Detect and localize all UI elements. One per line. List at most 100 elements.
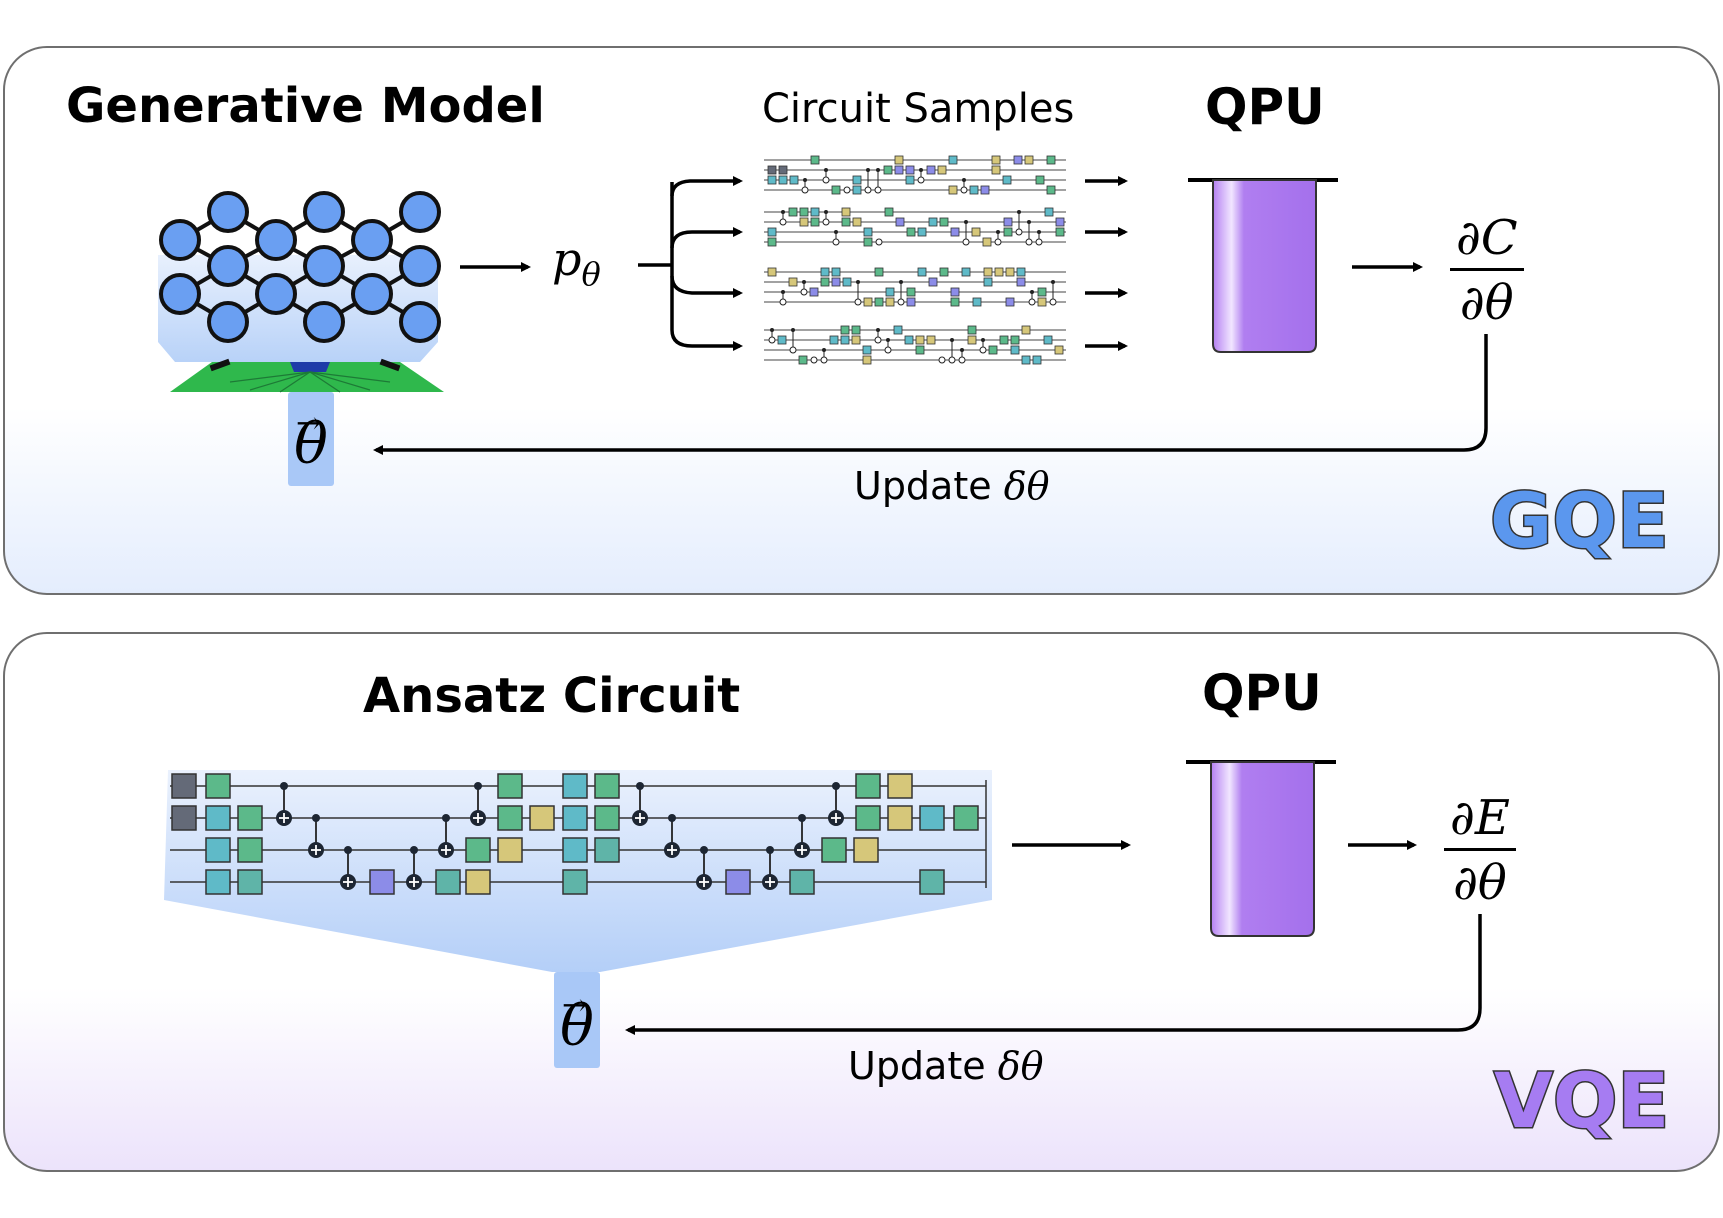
gate <box>562 805 588 831</box>
cnot-control <box>798 814 806 822</box>
cnot-control <box>791 328 795 332</box>
gate <box>171 773 197 799</box>
circuit-sample-4 <box>764 325 1066 365</box>
cnot-target <box>854 298 862 306</box>
cnot-control <box>832 782 840 790</box>
gradient-numerator: ∂C <box>1456 210 1518 266</box>
gate <box>594 773 620 799</box>
gate <box>788 207 798 217</box>
gate <box>810 207 820 217</box>
cnot-control <box>766 846 774 854</box>
cnot-target <box>810 356 818 364</box>
gate <box>983 277 993 287</box>
cnot-control <box>824 168 828 172</box>
circuit-sample-1 <box>764 155 1066 195</box>
gate <box>969 185 979 195</box>
cnot-target <box>800 288 808 296</box>
cnot-target <box>1049 298 1057 306</box>
gate <box>893 325 903 335</box>
vqe-update-label: Update δθ <box>848 1044 1043 1088</box>
gate <box>937 165 947 175</box>
network-node <box>255 273 297 315</box>
cnot-target <box>948 356 956 364</box>
gate <box>1055 227 1065 237</box>
gate <box>369 869 395 895</box>
network-node <box>207 301 249 343</box>
gate <box>853 837 879 863</box>
network-node <box>351 273 393 315</box>
cnot-target <box>832 238 840 246</box>
gate <box>841 207 851 217</box>
gate <box>919 805 945 831</box>
cnot-target <box>994 238 1002 246</box>
network-node <box>303 301 345 343</box>
gate <box>840 325 850 335</box>
gate <box>562 869 588 895</box>
gate <box>1003 217 1013 227</box>
gate <box>767 267 777 277</box>
vqe-update-arrow <box>625 914 1482 1035</box>
chip-icon <box>170 362 444 392</box>
cnot-control <box>962 178 966 182</box>
gate <box>1016 277 1026 287</box>
circuit-sample-2 <box>764 207 1066 247</box>
gate <box>852 175 862 185</box>
gate <box>465 869 491 895</box>
gate <box>497 837 523 863</box>
cnot-control <box>803 178 807 182</box>
vqe-theta: θ → <box>554 988 600 1059</box>
cnot-control <box>876 168 880 172</box>
cnot-control <box>668 814 676 822</box>
gate <box>205 805 231 831</box>
gate <box>948 185 958 195</box>
gate <box>919 869 945 895</box>
gate <box>767 227 777 237</box>
gate <box>777 335 787 345</box>
cnot-target <box>979 346 987 354</box>
cnot-control <box>964 220 968 224</box>
gate <box>851 325 861 335</box>
gate <box>1032 355 1042 365</box>
cnot-control <box>960 348 964 352</box>
cnot-target <box>864 186 872 194</box>
gate <box>1010 335 1020 345</box>
gate <box>1003 227 1013 237</box>
gate <box>840 335 850 345</box>
theta-symbol: θ <box>294 412 328 477</box>
gate <box>906 297 916 307</box>
gate <box>905 165 915 175</box>
cnot-target <box>917 176 925 184</box>
gate <box>841 217 851 227</box>
gate <box>972 297 982 307</box>
network-node <box>351 219 393 261</box>
gate <box>906 287 916 297</box>
gate <box>809 287 819 297</box>
gate <box>1010 345 1020 355</box>
gate <box>950 287 960 297</box>
cnot-target <box>820 356 828 364</box>
gate <box>1021 325 1031 335</box>
gate <box>594 805 620 831</box>
vqe-qpu-label: QPU <box>1202 664 1322 722</box>
vector-arrow-icon: → <box>562 988 588 1023</box>
gate <box>1044 207 1054 217</box>
cnot-target <box>1028 298 1036 306</box>
gate <box>799 207 809 217</box>
gqe-update-label: Update δθ <box>854 464 1049 508</box>
gqe-qpu-label: QPU <box>1205 78 1325 136</box>
gqe-tag: GQE <box>1489 475 1671 567</box>
cnot-target <box>1015 228 1023 236</box>
cnot-control <box>344 846 352 854</box>
gate <box>205 869 231 895</box>
gate <box>237 837 263 863</box>
cnot-control <box>781 210 785 214</box>
distribution-label: pθ <box>552 232 601 293</box>
network-node <box>255 219 297 261</box>
network-node <box>207 245 249 287</box>
update-math: δθ <box>1003 464 1050 508</box>
gate <box>971 227 981 237</box>
gate <box>999 335 1009 345</box>
gate <box>725 869 751 895</box>
